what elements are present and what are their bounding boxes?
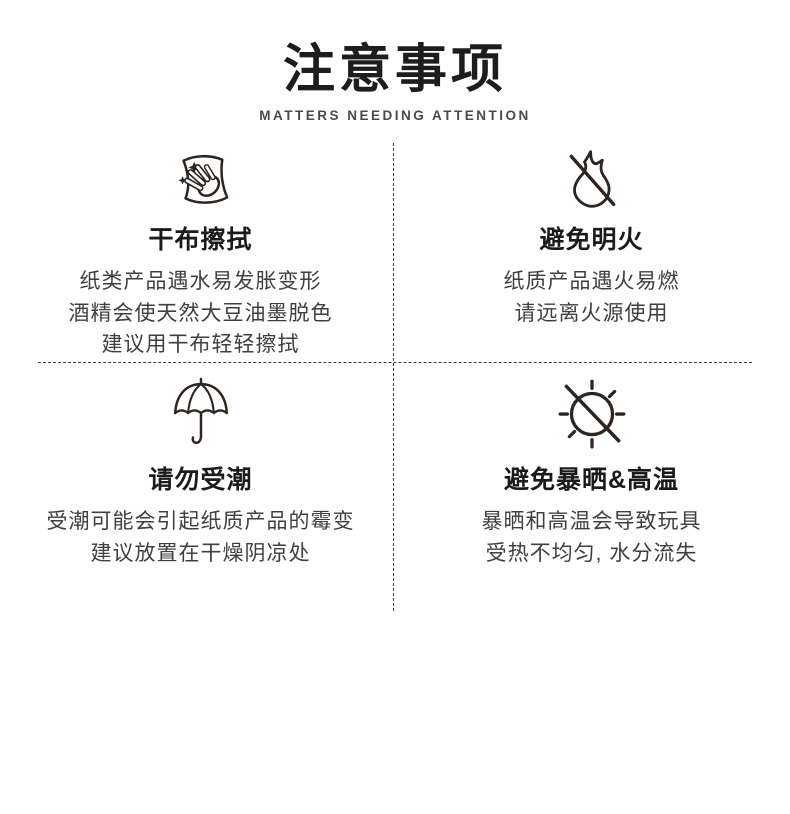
section-dry-wipe: 干布擦拭 纸类产品遇水易发胀变形 酒精会使天然大豆油墨脱色 建议用干布轻轻擦拭 xyxy=(4,143,397,362)
umbrella-icon xyxy=(168,373,234,451)
section-avoid-sun-heat: 避免暴晒&高温 暴晒和高温会导致玩具 受热不均匀, 水分流失 xyxy=(395,362,788,611)
section-text-line: 暴晒和高温会导致玩具 xyxy=(481,510,702,533)
section-avoid-open-flame: 避免明火 纸质产品遇火易燃 请远离火源使用 xyxy=(395,143,788,362)
section-text-line: 受潮可能会引起纸质产品的霉变 xyxy=(46,510,355,533)
section-text-line: 纸质产品遇火易燃 xyxy=(503,270,680,293)
page-subtitle: MATTERS NEEDING ATTENTION xyxy=(259,108,531,124)
section-text-line: 建议放置在干燥阴凉处 xyxy=(90,541,311,565)
no-sun-icon xyxy=(553,373,631,451)
section-title: 请勿受潮 xyxy=(148,466,253,494)
section-title: 干布擦拭 xyxy=(148,226,253,254)
section-text-line: 建议用干布轻轻擦拭 xyxy=(101,333,300,356)
section-keep-dry: 请勿受潮 受潮可能会引起纸质产品的霉变 建议放置在干燥阴凉处 xyxy=(4,362,397,611)
section-text-line: 受热不均匀, 水分流失 xyxy=(485,541,698,565)
page-title: 注意事项 xyxy=(282,41,507,99)
header: 注意事项 MATTERS NEEDING ATTENTION xyxy=(0,41,790,124)
cloth-wipe-icon xyxy=(168,147,234,211)
section-title: 避免明火 xyxy=(539,226,644,254)
horizontal-dashed-divider xyxy=(38,362,752,363)
section-text-line: 酒精会使天然大豆油墨脱色 xyxy=(68,301,333,325)
section-text-line: 纸类产品遇水易发胀变形 xyxy=(79,270,322,293)
vertical-dashed-divider xyxy=(393,143,394,611)
section-title: 避免暴晒&高温 xyxy=(503,466,680,494)
section-text-line: 请远离火源使用 xyxy=(514,301,669,325)
no-open-flame-icon xyxy=(560,147,624,211)
